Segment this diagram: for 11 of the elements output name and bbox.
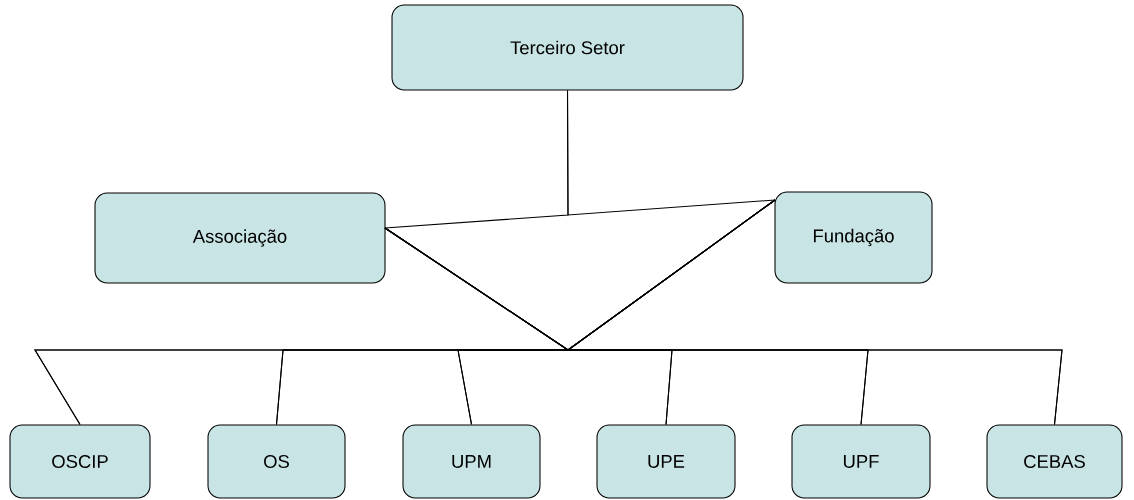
org-box: Fundação	[774, 191, 933, 284]
org-box: UPM	[402, 424, 541, 499]
org-box: Associação	[94, 192, 386, 284]
org-box: OS	[207, 424, 346, 499]
org-box: UPF	[791, 424, 931, 499]
org-box: OSCIP	[9, 424, 151, 499]
org-box: CEBAS	[986, 424, 1123, 499]
connector-line	[567, 90, 776, 216]
connector-line	[566, 199, 1063, 425]
org-box: UPE	[596, 424, 736, 499]
org-box: Terceiro Setor	[391, 4, 744, 91]
